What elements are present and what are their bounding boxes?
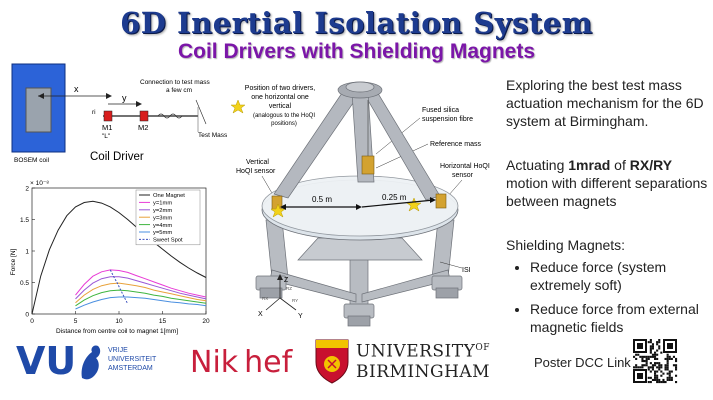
- series-line: [75, 269, 207, 298]
- x-tick-label: 0: [30, 318, 34, 325]
- bosem-label: BOSEM coil: [14, 157, 50, 164]
- fused-silica-label: Fused silica suspension fibre: [422, 107, 473, 123]
- axis-rx-label: RX: [262, 296, 268, 301]
- svg-text:HoQI sensor: HoQI sensor: [236, 168, 276, 175]
- test-mass-label: Test Mass: [198, 132, 228, 139]
- poster-link-label: Poster DCC Link: [534, 355, 631, 370]
- axis-x-label: X: [258, 311, 263, 318]
- m2-label: M2: [138, 123, 148, 132]
- isolator-figure: Position of two drivers, one horizontal …: [230, 81, 490, 327]
- svg-text:Fused silica: Fused silica: [422, 107, 459, 114]
- chart-x-axis-label: Distance from centre coil to magnet 1[mm…: [56, 328, 178, 335]
- intro-text: Exploring the best test mass actuation m…: [506, 77, 704, 129]
- magnet-m2: [139, 110, 149, 122]
- dimension-quarter-m: [361, 199, 435, 208]
- page-subtitle: Coil Drivers with Shielding Magnets: [177, 40, 536, 63]
- x-label: x: [74, 84, 79, 94]
- bosem-core: [25, 87, 52, 133]
- y-tick-label: 0: [25, 312, 29, 319]
- axis-z-label: Z: [284, 277, 289, 284]
- svg-text:suspension fibre: suspension fibre: [422, 116, 473, 123]
- coil-driver-caption: Coil Driver: [90, 151, 144, 163]
- series-line: [31, 200, 207, 315]
- shielding-bullet-list: Reduce force (system extremely soft) Red…: [512, 258, 712, 342]
- spring: [157, 113, 183, 119]
- reference-mass-label: Reference mass: [430, 141, 481, 148]
- y-label: y: [122, 93, 127, 103]
- uob-wordmark: UNIVERSITYOF BIRMINGHAM: [356, 341, 491, 382]
- connection-label: Connection to test mass: [140, 79, 210, 86]
- svg-text:Horizontal HoQI: Horizontal HoQI: [440, 163, 490, 170]
- axis-ry-label: RY: [292, 298, 298, 303]
- chart-axes-group: 0 5 10 15 20 0 0.5 1 1.5 2: [20, 186, 210, 326]
- horizontal-hoqi-label: Horizontal HoQI sensor: [440, 163, 490, 179]
- x-tick-label: 10: [115, 318, 123, 325]
- legend-entry: One Magnet: [153, 193, 185, 199]
- drivers-note: Position of two drivers, one horizontal …: [245, 85, 316, 127]
- series-line: [75, 276, 207, 300]
- dimension-quarter-m-label: 0.25 m: [382, 193, 407, 202]
- legend-entry: y=3mm: [153, 215, 172, 221]
- list-item: Reduce force from external magnetic fiel…: [530, 300, 712, 336]
- star-marker-2: [270, 203, 286, 218]
- actuating-rxry: RX/RY: [629, 157, 673, 173]
- svg-text:one horizontal one: one horizontal one: [251, 94, 309, 101]
- actuating-text: Actuating 1mrad of RX/RY motion with dif…: [506, 157, 708, 209]
- x-tick-label: 5: [74, 318, 78, 325]
- legend-entry: Sweet Spot: [153, 238, 183, 244]
- legend-entry: y=2mm: [153, 208, 172, 214]
- r-label: ri: [92, 109, 96, 116]
- legend-entry: y=4mm: [153, 223, 172, 229]
- svg-text:sensor: sensor: [452, 172, 474, 179]
- legend-entry: y=5mm: [153, 230, 172, 236]
- svg-text:Vertical: Vertical: [246, 159, 269, 166]
- y-tick-label: 1.5: [20, 217, 29, 224]
- horizontal-hoqi-sensor: [435, 193, 447, 209]
- connection-label-2: a few cm: [166, 87, 192, 94]
- coordinate-axes: [265, 278, 297, 311]
- axis-y-label: Y: [298, 313, 303, 320]
- svg-text:(analogous to the HoQI: (analogous to the HoQI: [253, 113, 315, 119]
- m1-label: M1: [102, 123, 112, 132]
- series-line: [109, 269, 129, 305]
- y-tick-label: 1: [25, 249, 29, 256]
- x-tick-label: 15: [159, 318, 167, 325]
- coil-driver-diagram: x y ri M1 M2 "L" Connection to test mass…: [11, 63, 228, 164]
- chart-exponent-label: × 10⁻⁸: [30, 180, 49, 187]
- shielding-title: Shielding Magnets:: [506, 237, 626, 253]
- griffin-icon: [81, 345, 101, 380]
- page-title: 6D Inertial Isolation System: [120, 6, 593, 40]
- svg-text:positions): positions): [271, 121, 297, 127]
- legend-entry: y=1mm: [153, 201, 172, 207]
- isi-label: ISI: [462, 267, 471, 274]
- svg-text:vertical: vertical: [269, 103, 292, 110]
- chart-y-axis-label: Force [N]: [10, 248, 17, 275]
- series-line: [75, 282, 207, 304]
- qr-code[interactable]: [632, 338, 678, 384]
- vu-amsterdam-logo: VU VRIJE UNIVERSITEIT AMSTERDAM: [16, 339, 157, 383]
- list-item: Reduce force (system extremely soft): [530, 258, 712, 294]
- l-label: "L": [102, 133, 111, 140]
- star-marker-1: [230, 99, 246, 114]
- chart-series-group: [31, 200, 207, 315]
- uob-crest-icon: [315, 339, 349, 384]
- y-tick-label: 0.5: [20, 280, 29, 287]
- series-line: [75, 296, 207, 310]
- y-tick-label: 2: [25, 186, 29, 193]
- dimension-half-m-label: 0.5 m: [312, 195, 332, 204]
- actuating-mrad: 1mrad: [568, 157, 611, 173]
- magnet-m1: [103, 110, 113, 122]
- reference-mass: [361, 155, 375, 175]
- svg-text:Position of two drivers,: Position of two drivers,: [245, 85, 315, 92]
- vertical-hoqi-label: Vertical HoQI sensor: [236, 159, 276, 175]
- x-tick-label: 20: [202, 318, 210, 325]
- series-line: [75, 289, 207, 307]
- axis-rz-label: RZ: [286, 286, 292, 291]
